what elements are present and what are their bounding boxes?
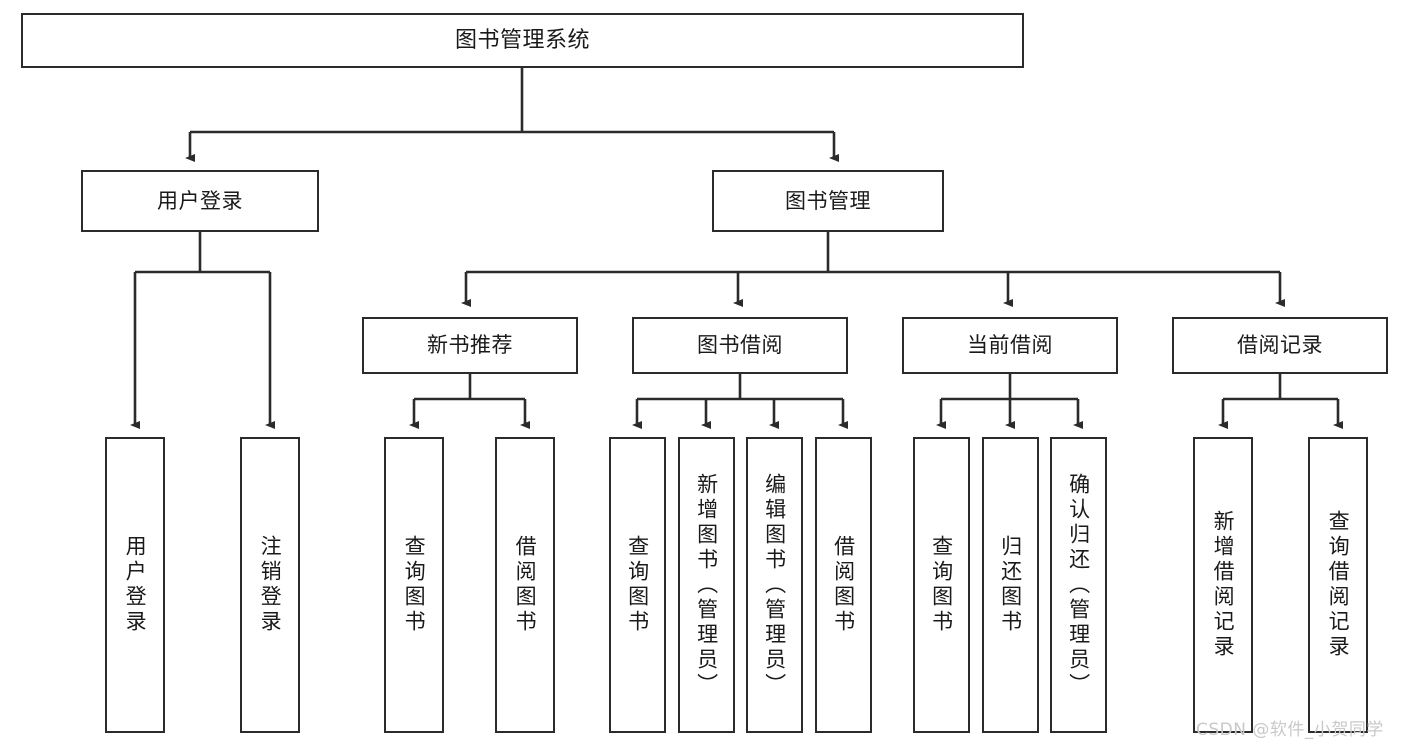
node-leaf-user-login-label: 用户登录 <box>123 535 148 635</box>
node-root-label: 图书管理系统 <box>454 27 590 53</box>
node-user-login[interactable]: 用户登录 <box>81 170 319 232</box>
node-leaf-return-book-label: 归还图书 <box>998 535 1023 635</box>
node-leaf-query-book-3[interactable]: 查询图书 <box>913 437 970 733</box>
node-current-borrow[interactable]: 当前借阅 <box>902 317 1118 374</box>
node-new-book-recommend-label: 新书推荐 <box>427 333 513 358</box>
node-book-borrow[interactable]: 图书借阅 <box>632 317 848 374</box>
node-leaf-query-book-3-label: 查询图书 <box>929 535 954 635</box>
node-leaf-add-book[interactable]: 新增图书（管理员） <box>678 437 735 733</box>
node-leaf-borrow-book-2[interactable]: 借阅图书 <box>815 437 872 733</box>
csdn-watermark: CSDN @软件_小贺同学 <box>1196 720 1384 740</box>
node-leaf-borrow-book-1[interactable]: 借阅图书 <box>495 437 555 733</box>
node-leaf-edit-book-label: 编辑图书（管理员） <box>762 472 787 698</box>
node-borrow-record-label: 借阅记录 <box>1237 333 1323 358</box>
node-leaf-return-book[interactable]: 归还图书 <box>982 437 1039 733</box>
node-leaf-user-logout[interactable]: 注销登录 <box>240 437 300 733</box>
node-leaf-user-login[interactable]: 用户登录 <box>105 437 165 733</box>
node-book-borrow-label: 图书借阅 <box>697 333 783 358</box>
node-book-manage[interactable]: 图书管理 <box>712 170 944 232</box>
node-root[interactable]: 图书管理系统 <box>21 13 1024 68</box>
node-leaf-borrow-book-1-label: 借阅图书 <box>513 535 538 635</box>
node-user-login-label: 用户登录 <box>157 188 243 213</box>
node-leaf-borrow-book-2-label: 借阅图书 <box>831 535 856 635</box>
node-leaf-confirm-return-label: 确认归还（管理员） <box>1066 472 1091 698</box>
node-leaf-query-book-1[interactable]: 查询图书 <box>384 437 444 733</box>
node-leaf-add-record-label: 新增借阅记录 <box>1211 510 1236 660</box>
node-leaf-edit-book[interactable]: 编辑图书（管理员） <box>746 437 803 733</box>
node-new-book-recommend[interactable]: 新书推荐 <box>362 317 578 374</box>
node-leaf-user-logout-label: 注销登录 <box>258 535 283 635</box>
node-leaf-query-book-1-label: 查询图书 <box>402 535 427 635</box>
node-leaf-query-record[interactable]: 查询借阅记录 <box>1308 437 1368 733</box>
node-leaf-confirm-return[interactable]: 确认归还（管理员） <box>1050 437 1107 733</box>
node-leaf-query-book-2-label: 查询图书 <box>625 535 650 635</box>
node-book-manage-label: 图书管理 <box>785 188 871 213</box>
node-leaf-query-book-2[interactable]: 查询图书 <box>609 437 666 733</box>
node-borrow-record[interactable]: 借阅记录 <box>1172 317 1388 374</box>
node-current-borrow-label: 当前借阅 <box>967 333 1053 358</box>
node-leaf-query-record-label: 查询借阅记录 <box>1326 510 1351 660</box>
node-leaf-add-book-label: 新增图书（管理员） <box>694 472 719 698</box>
node-leaf-add-record[interactable]: 新增借阅记录 <box>1193 437 1253 733</box>
